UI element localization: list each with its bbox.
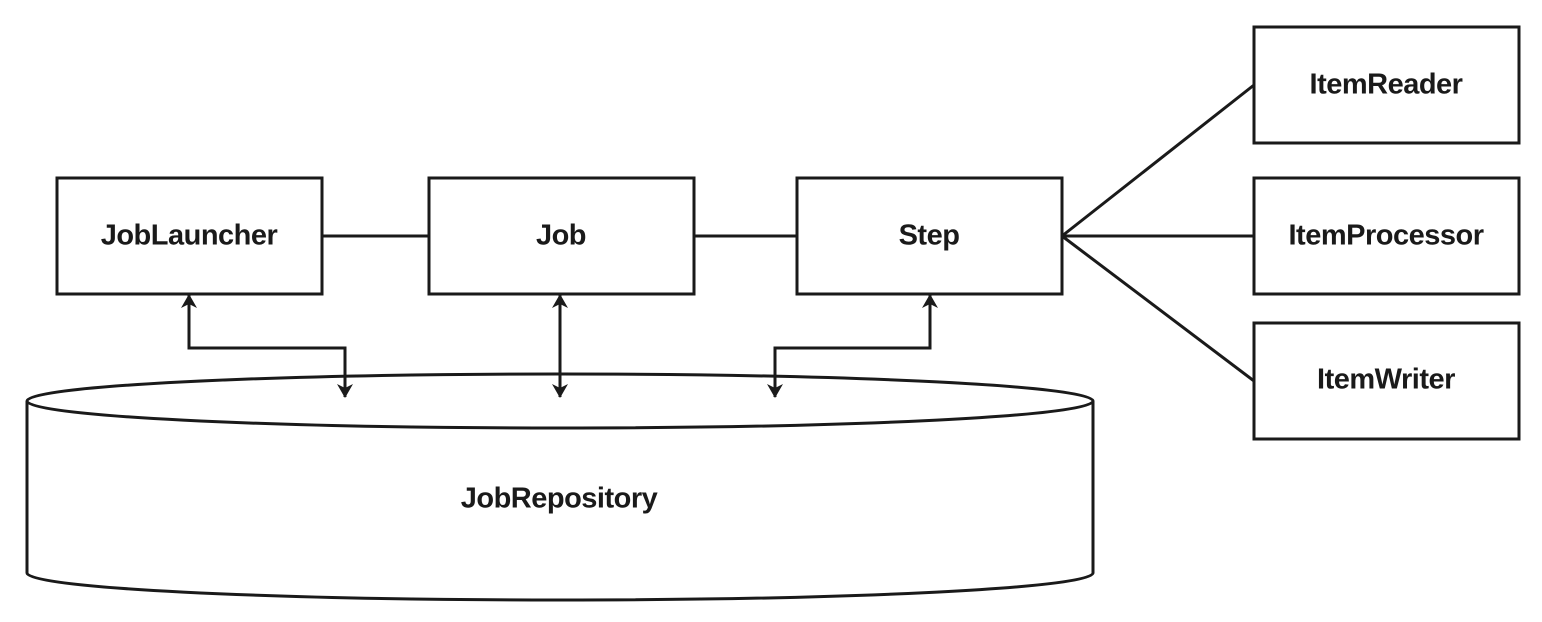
item-writer-node: ItemWriter xyxy=(1252,321,1521,441)
item-processor-node: ItemProcessor xyxy=(1252,176,1521,296)
item-writer-label: ItemWriter xyxy=(1317,364,1455,396)
job-box xyxy=(427,176,696,296)
item-reader-label: ItemReader xyxy=(1310,69,1463,101)
job-launcher-box xyxy=(55,176,324,296)
step-box xyxy=(795,176,1064,296)
step-reader-connector xyxy=(1061,83,1255,238)
job-repository-node: JobRepository xyxy=(25,372,1095,602)
job-launcher-node: JobLauncher xyxy=(55,176,324,296)
item-writer-box xyxy=(1252,321,1521,441)
item-processor-box xyxy=(1252,176,1521,296)
job-label: Job xyxy=(536,220,586,252)
item-reader-box xyxy=(1252,25,1521,145)
launcher-repository-arrow xyxy=(181,294,353,398)
item-reader-node: ItemReader xyxy=(1252,25,1521,145)
step-node: Step xyxy=(795,176,1064,296)
step-writer-connector xyxy=(1061,234,1255,383)
step-repository-arrow xyxy=(767,294,938,398)
job-node: Job xyxy=(427,176,696,296)
job-repository-label: JobRepository xyxy=(461,483,658,515)
job-repository-body xyxy=(25,401,1095,602)
job-launcher-label: JobLauncher xyxy=(101,220,278,252)
item-processor-label: ItemProcessor xyxy=(1289,220,1484,252)
step-label: Step xyxy=(899,220,960,252)
